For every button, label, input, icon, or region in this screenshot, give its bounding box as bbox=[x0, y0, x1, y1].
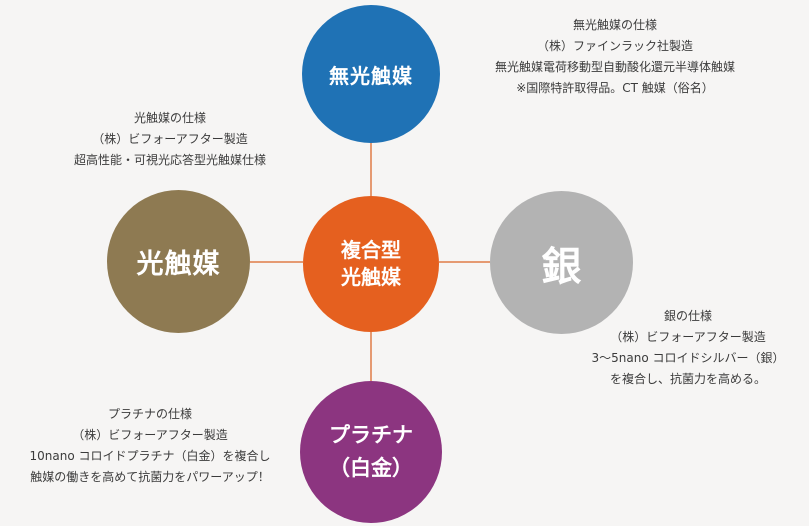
node-platinum-label-line1: プラチナ bbox=[329, 422, 413, 448]
description-platinum: プラチナの仕様 （株）ビフォーアフター製造 10nano コロイドプラチナ（白金… bbox=[0, 404, 300, 488]
description-line: 銀の仕様 bbox=[663, 309, 712, 323]
node-platinum-label-line2: （白金） bbox=[329, 455, 413, 480]
node-koushokubai: 光触媒 bbox=[107, 190, 250, 333]
description-line: プラチナの仕様 bbox=[107, 407, 192, 421]
node-koushokubai-label: 光触媒 bbox=[136, 249, 221, 280]
description-line: 無光触媒の仕様 bbox=[572, 18, 657, 32]
description-line: （株）ビフォーアフター製造 bbox=[610, 330, 766, 344]
description-line: 超高性能・可視光応答型光触媒仕様 bbox=[73, 153, 266, 167]
node-fukugougata-koushokubai: 複合型 光触媒 bbox=[303, 196, 439, 332]
description-gin: 銀の仕様 （株）ビフォーアフター製造 3～5nano コロイドシルバー（銀） を… bbox=[568, 306, 808, 390]
description-mukoushokubai: 無光触媒の仕様 （株）ファインラック社製造 無光触媒電荷移動型自動酸化還元半導体… bbox=[480, 15, 750, 99]
node-gin-label: 銀 bbox=[541, 242, 582, 290]
description-line: 触媒の働きを高めて抗菌力をパワーアップ！ bbox=[30, 470, 270, 484]
node-center-label-line1: 複合型 bbox=[341, 238, 401, 262]
description-line: 10nano コロイドプラチナ（白金）を複合し bbox=[29, 449, 271, 463]
description-line: 光触媒の仕様 bbox=[133, 111, 206, 125]
description-line: 無光触媒電荷移動型自動酸化還元半導体触媒 bbox=[494, 60, 735, 74]
node-mukoushokubai: 無光触媒 bbox=[302, 5, 440, 143]
node-center-label-line2: 光触媒 bbox=[341, 265, 401, 289]
description-line: （株）ファインラック社製造 bbox=[536, 39, 693, 53]
description-koushokubai: 光触媒の仕様 （株）ビフォーアフター製造 超高性能・可視光応答型光触媒仕様 bbox=[45, 108, 295, 171]
node-gin: 銀 bbox=[490, 191, 633, 334]
description-line: ※国際特許取得品。CT 触媒（俗名） bbox=[516, 81, 714, 95]
description-line: （株）ビフォーアフター製造 bbox=[72, 428, 228, 442]
description-line: を複合し、抗菌力を高める。 bbox=[609, 372, 766, 386]
node-mukoushokubai-label: 無光触媒 bbox=[329, 63, 413, 88]
description-line: 3～5nano コロイドシルバー（銀） bbox=[591, 351, 785, 365]
node-platinum: プラチナ （白金） bbox=[300, 381, 442, 523]
description-line: （株）ビフォーアフター製造 bbox=[92, 132, 248, 146]
